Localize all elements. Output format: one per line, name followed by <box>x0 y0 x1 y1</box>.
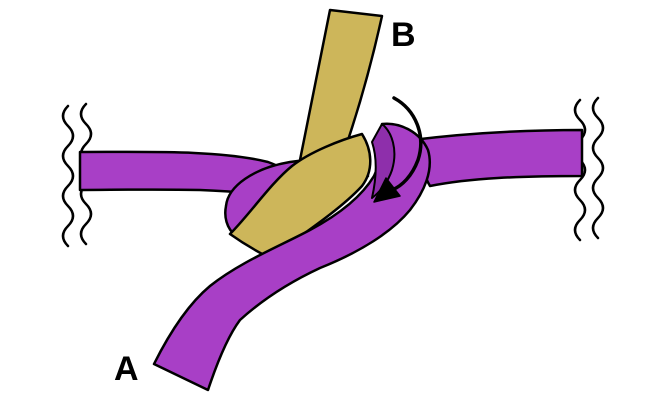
curved-arrow-icon <box>373 96 423 203</box>
strap-right-segment <box>410 128 584 188</box>
label-end-b: B <box>391 16 416 54</box>
label-end-a: A <box>114 350 139 388</box>
right-break-marks-icon <box>573 96 605 242</box>
strap-a-main <box>152 122 432 392</box>
rope-b-upper <box>298 8 384 162</box>
rope-b-lower <box>228 132 372 260</box>
